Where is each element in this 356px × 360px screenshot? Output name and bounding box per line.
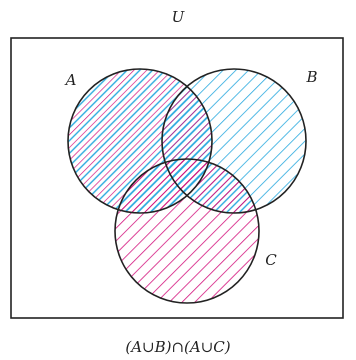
set-c-label: C: [265, 251, 277, 269]
set-b-label: B: [305, 68, 317, 86]
set-expression-caption: (A∪B)∩(A∪C): [125, 338, 230, 356]
region-c-only-hatch: [115, 159, 259, 303]
circle-c-outline: [114, 158, 260, 304]
set-a-label: A: [64, 71, 77, 89]
universe-label: U: [172, 8, 186, 26]
circle-b-outline: [161, 68, 307, 214]
circle-a-outline: [67, 68, 213, 214]
